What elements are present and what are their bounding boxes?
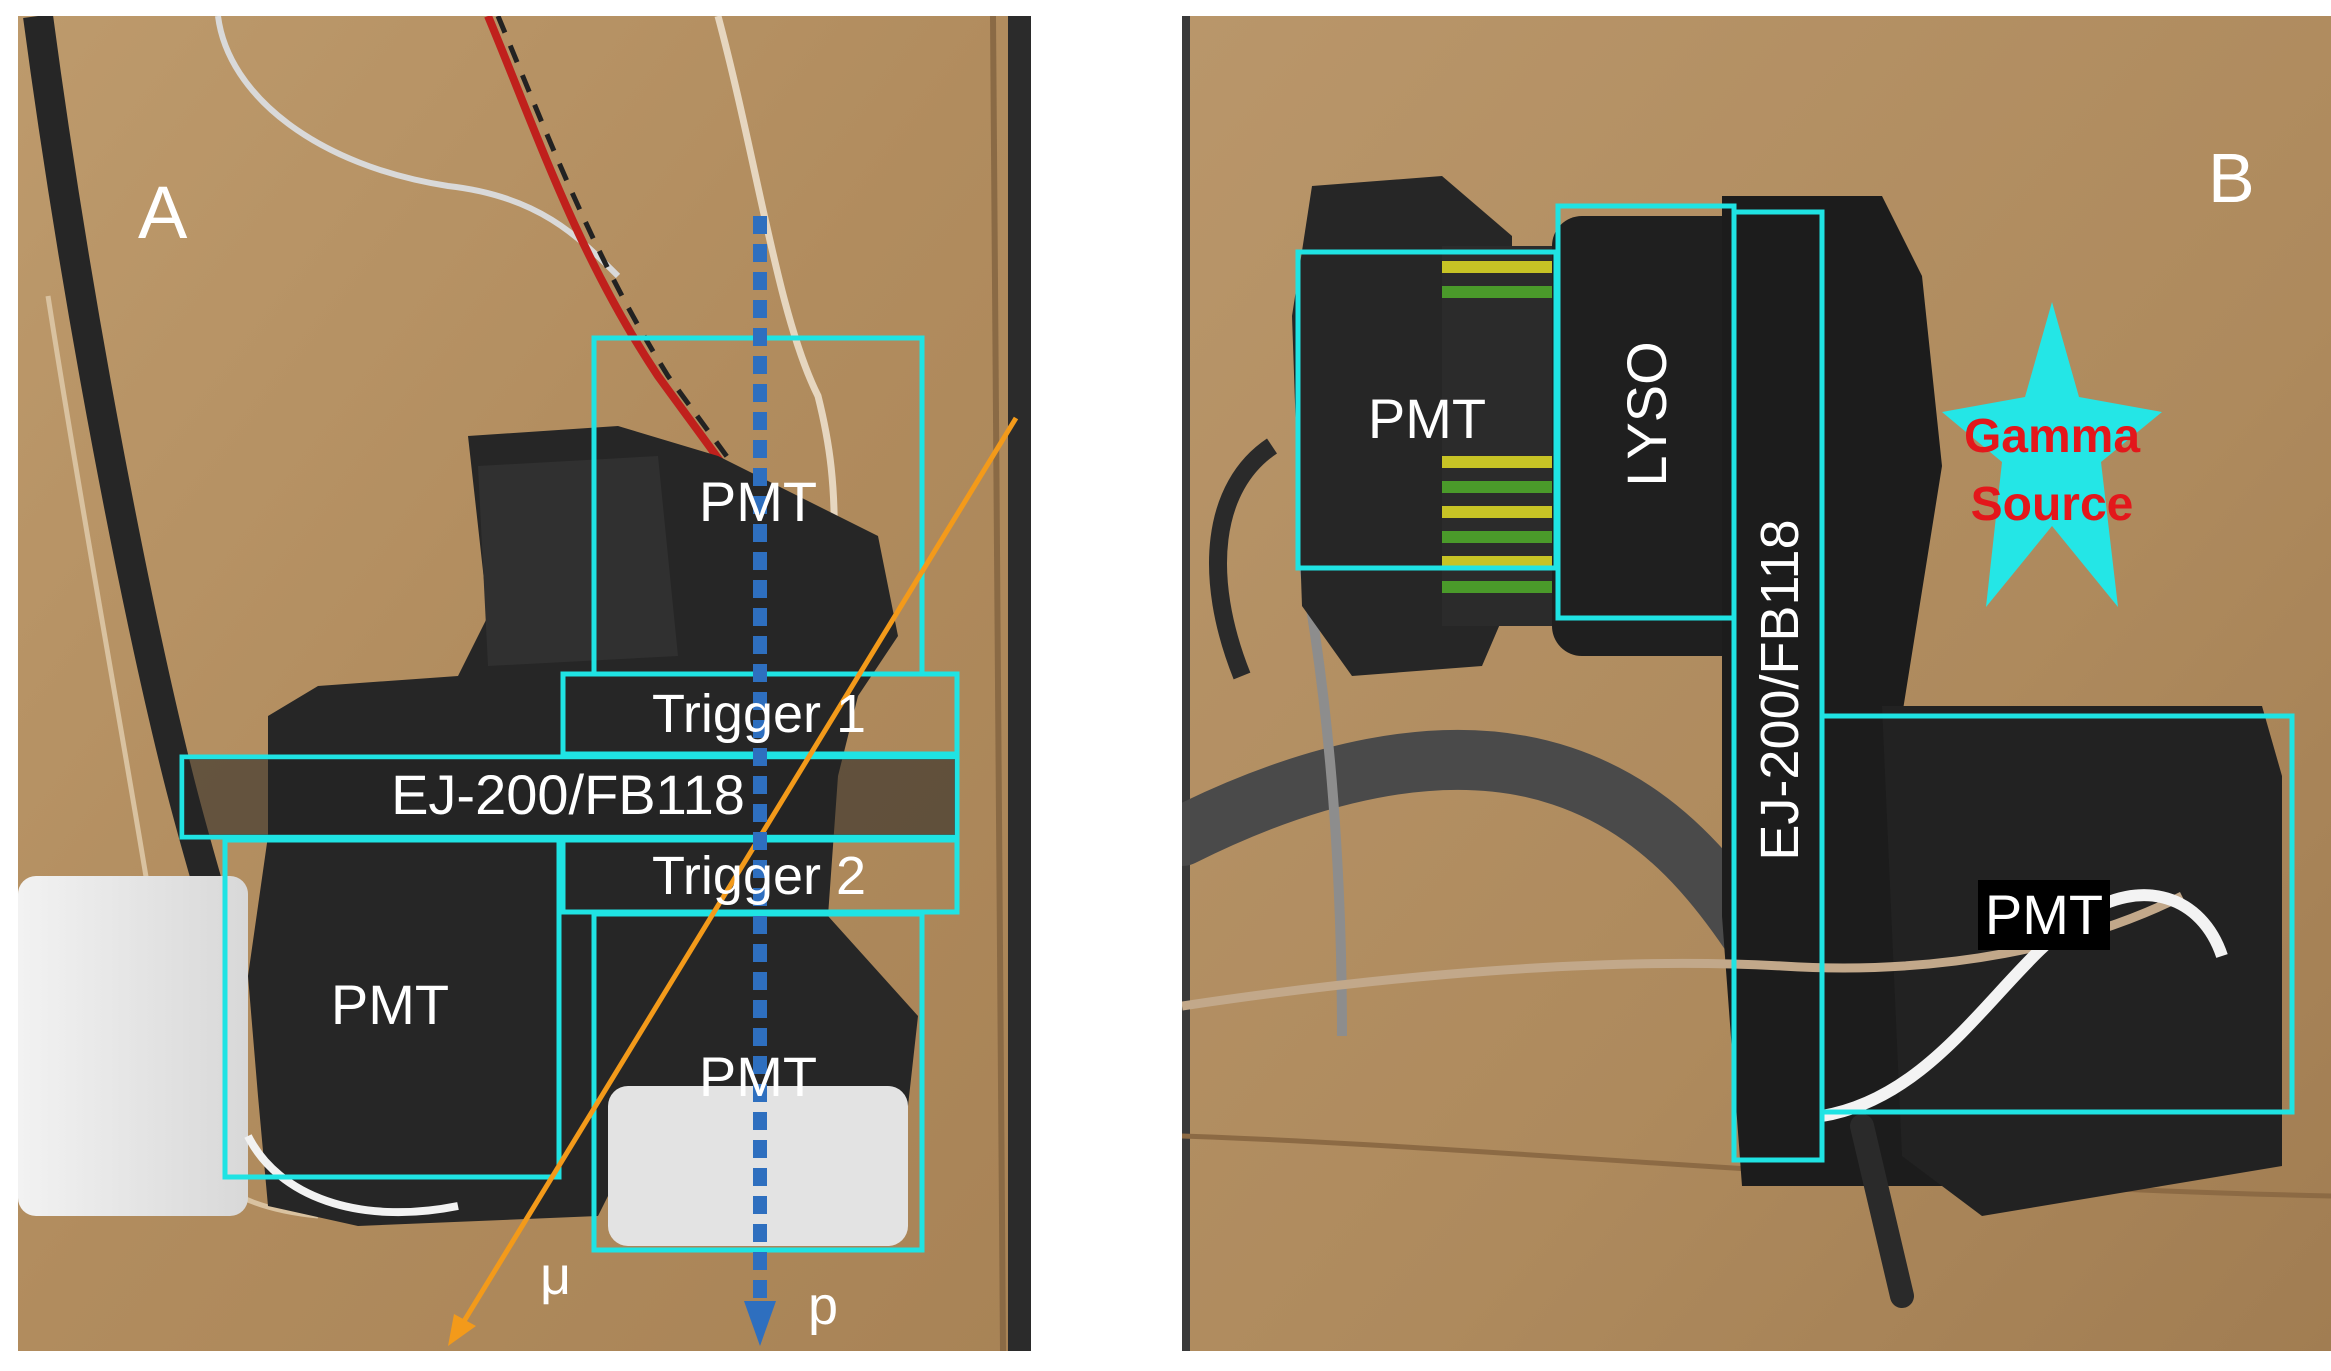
scintillator-band: [184, 759, 955, 835]
proton-arrowhead: [744, 1301, 776, 1346]
pmt-bottom-label: PMT: [699, 1045, 817, 1108]
thin-wire: [215, 16, 621, 279]
panel-a-photo: A PMT Trigger 1 EJ-200/FB118 Trigger 2 P…: [18, 16, 1031, 1351]
connector: [1850, 1114, 1914, 1308]
panel-b: Gamma Source B PMT LYSO EJ-200/FB118 PMT: [1182, 16, 2331, 1351]
pmt-right-box: [1819, 713, 2295, 1115]
scintillator-label: EJ-200/FB118: [1750, 519, 1810, 860]
scintillator-box: [179, 754, 960, 840]
pmt-left-label: PMT: [1368, 387, 1486, 450]
pmt-right-label: PMT: [1985, 883, 2103, 946]
pmt-bottom-box: [591, 911, 925, 1253]
white-cable: [244, 1134, 459, 1217]
lyso-label: LYSO: [1615, 341, 1678, 486]
black-wire: [495, 16, 831, 618]
scintillator-box: [1731, 209, 1825, 1163]
panel-b-letter: B: [2208, 139, 2255, 217]
bubble-wrap: [608, 1086, 908, 1246]
panel-a: A PMT Trigger 1 EJ-200/FB118 Trigger 2 P…: [18, 16, 1031, 1351]
trigger-2-label: Trigger 2: [652, 846, 866, 906]
tape-highlight: [478, 456, 678, 666]
muon-label: μ: [540, 1246, 571, 1306]
pmt-top-label: PMT: [699, 470, 817, 533]
muon-track: [455, 416, 1019, 1333]
pmt-right-body: [1882, 706, 2282, 1216]
panel-b-photo: Gamma Source B PMT LYSO EJ-200/FB118 PMT: [1182, 16, 2331, 1351]
black-cable: [1209, 438, 1278, 680]
muon-arrowhead: [448, 1314, 476, 1346]
foam-block: [18, 876, 248, 1216]
box-wall: [1008, 16, 1031, 1351]
beige-wire: [714, 16, 838, 577]
box-wall-edge: [990, 16, 1006, 1351]
trigger-1-label: Trigger 1: [652, 684, 866, 744]
grey-wire: [1297, 555, 1347, 1037]
pmt-left-label: PMT: [331, 973, 449, 1036]
panel-a-letter: A: [138, 171, 188, 254]
scintillator-label: EJ-200/FB118: [391, 763, 745, 826]
pmt-left-box: [222, 837, 562, 1180]
gamma-source-label-line-2: Source: [1971, 478, 2134, 531]
gamma-source-star: [1942, 302, 2162, 607]
pmt-right-label-bg: [1978, 880, 2110, 950]
gamma-source-label-line-1: Gamma: [1964, 410, 2140, 463]
box-edge: [1182, 16, 1190, 1351]
proton-label: p: [808, 1276, 838, 1336]
